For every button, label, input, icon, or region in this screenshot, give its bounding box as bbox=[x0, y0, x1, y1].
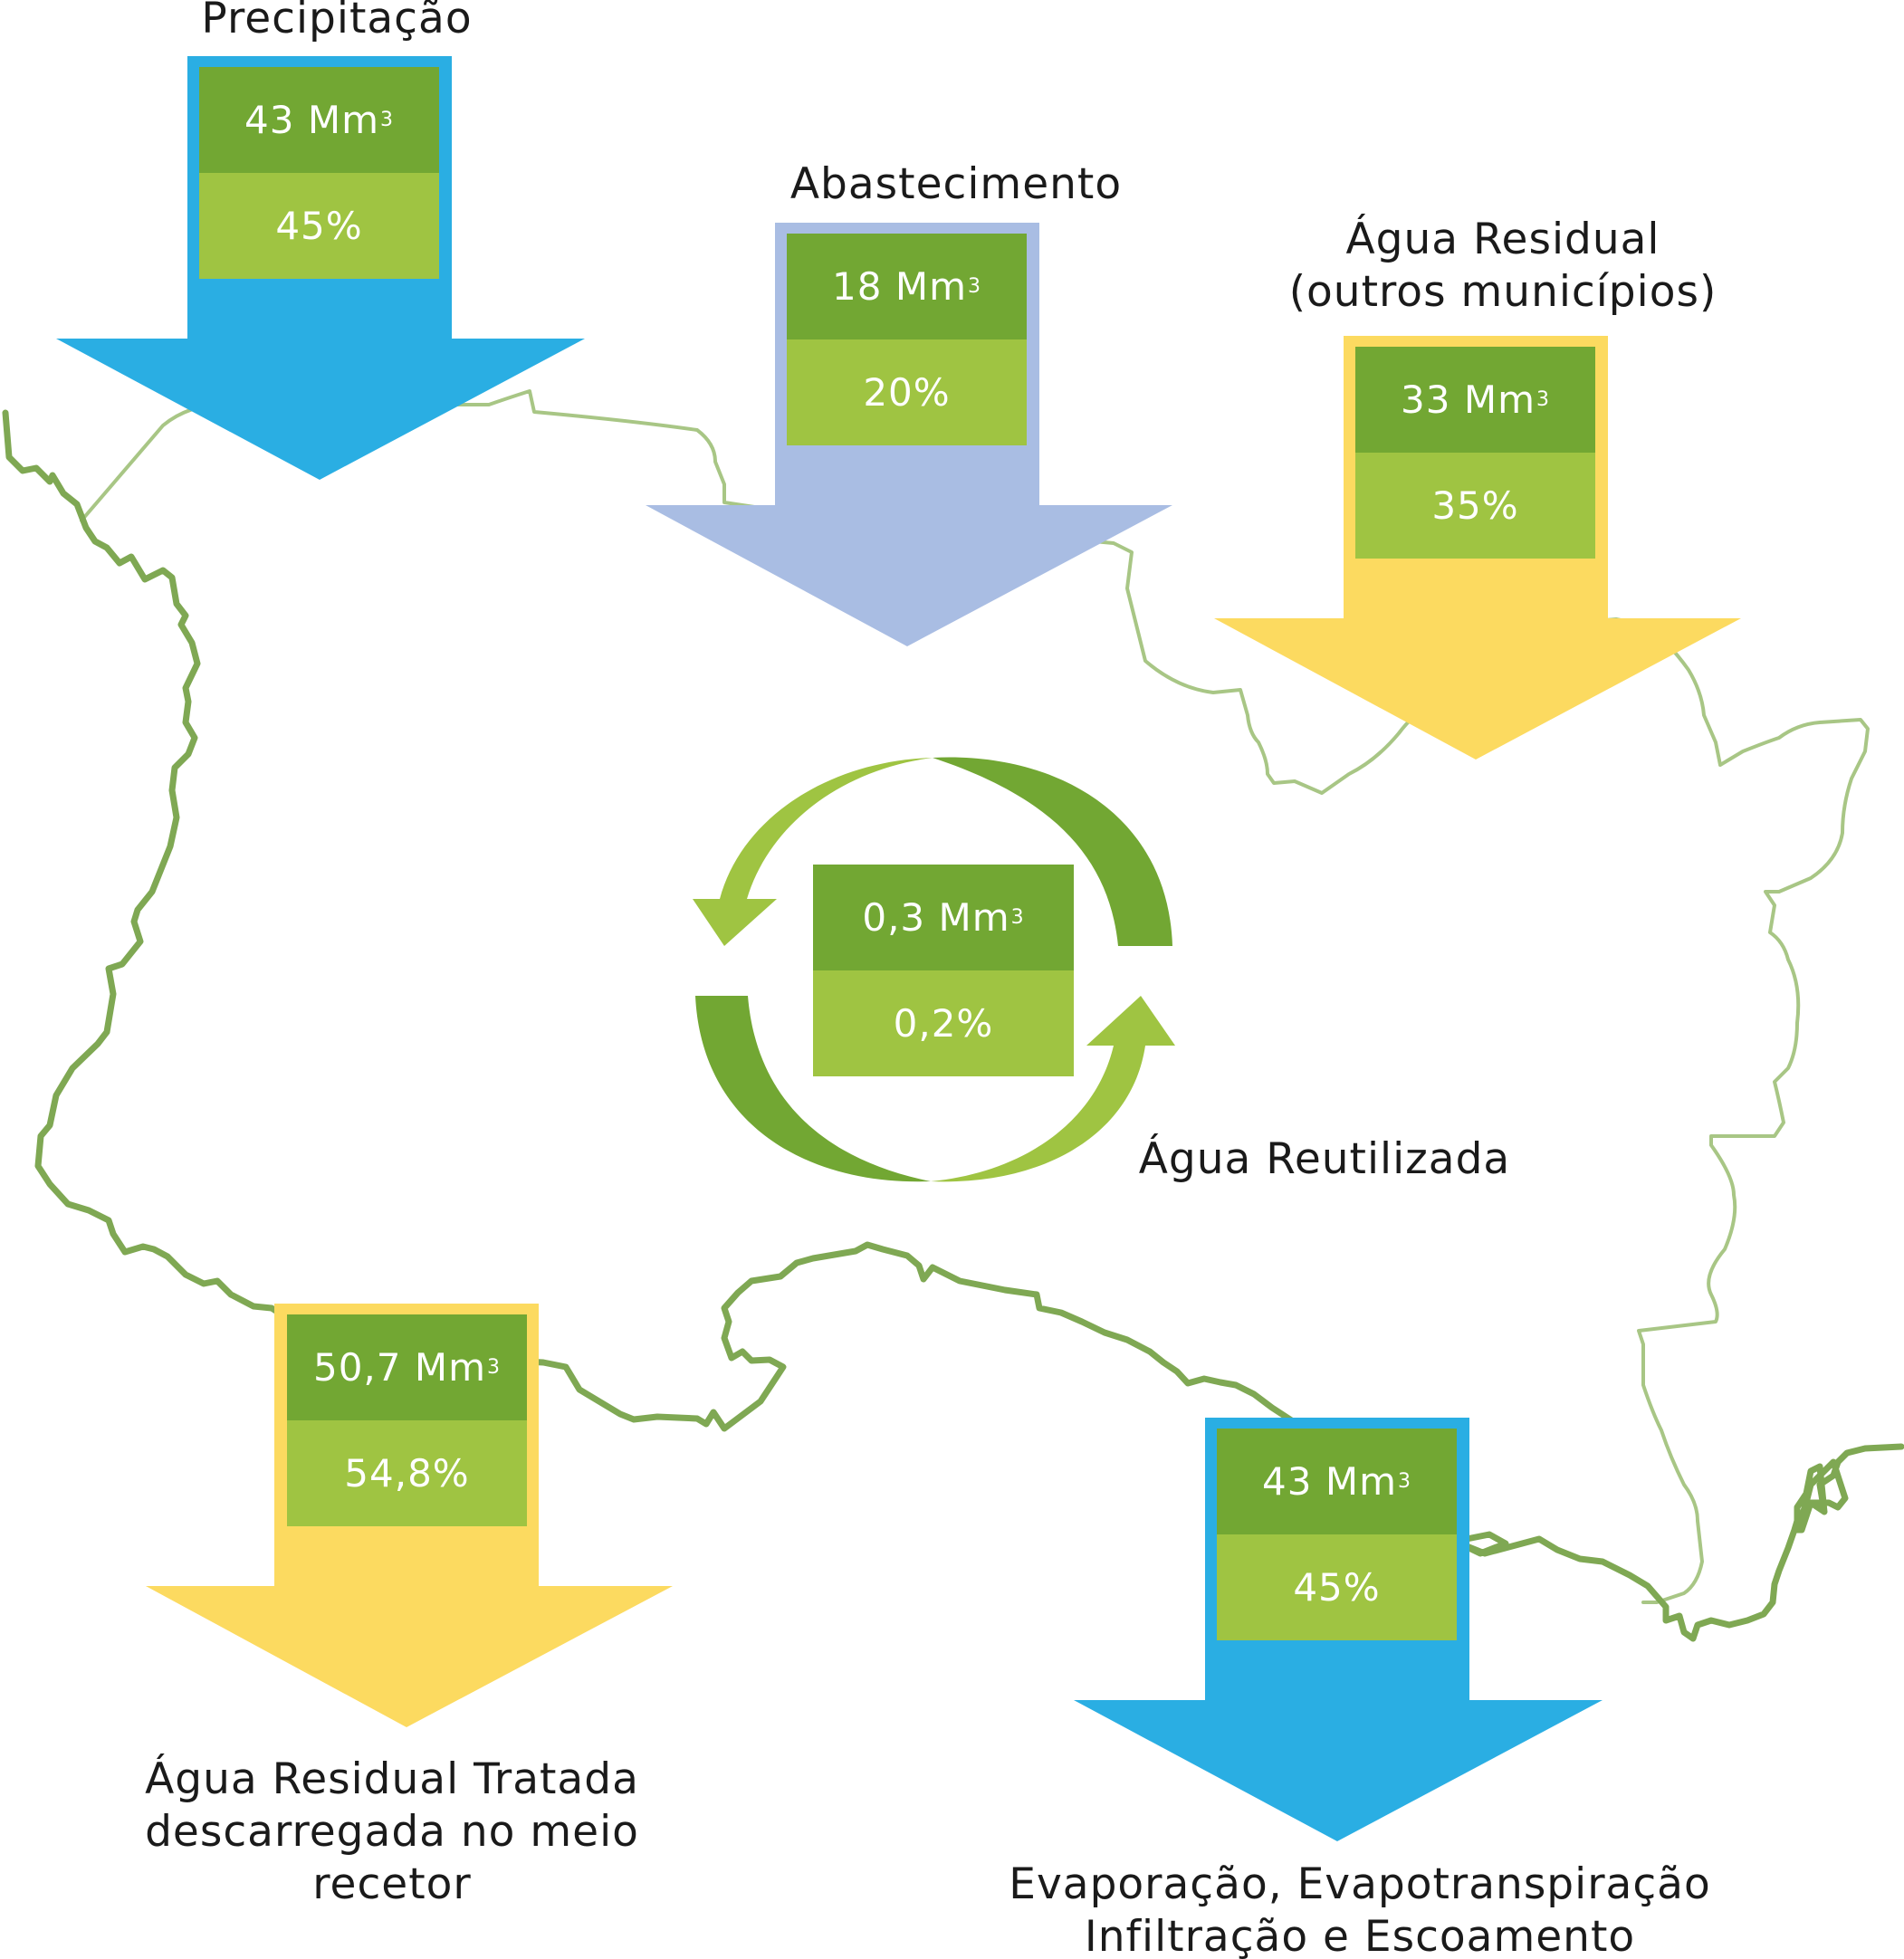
evaporacao-volume-unit-superscript: 3 bbox=[1397, 1470, 1411, 1493]
abastecimento-percent-text: 20% bbox=[863, 370, 951, 415]
reuse-cycle-arrows bbox=[693, 757, 1175, 1182]
municipal-boundary-lines bbox=[80, 389, 1870, 1604]
reuse-volume-number: 0,3 bbox=[862, 895, 926, 940]
agua-residual-outros-volume-unit: Mm bbox=[1463, 377, 1536, 422]
agua-residual-outros-caption-line: (outros municípios) bbox=[1288, 267, 1717, 317]
evaporacao-volume-number: 43 bbox=[1262, 1459, 1313, 1504]
agua-residual-tratada-caption-line: recetor bbox=[312, 1859, 472, 1909]
abastecimento-percent: 20% bbox=[787, 339, 1027, 445]
precipitacao-volume-unit-superscript: 3 bbox=[379, 109, 394, 131]
border-lines bbox=[2, 409, 1904, 1642]
reuse-caption-line: Água Reutilizada bbox=[1138, 1134, 1511, 1184]
precipitacao-caption-line: Precipitação bbox=[201, 0, 473, 43]
reuse-caption: Água Reutilizada bbox=[1139, 1133, 1510, 1186]
agua-residual-tratada-percent: 54,8% bbox=[287, 1420, 527, 1526]
precipitacao-caption: Precipitação bbox=[201, 0, 472, 45]
agua-residual-outros-volume-number: 33 bbox=[1401, 377, 1451, 422]
evaporacao-volume-unit: Mm bbox=[1325, 1459, 1397, 1504]
agua-residual-tratada-volume-number: 50,7 bbox=[312, 1345, 402, 1390]
evaporacao-percent-text: 45% bbox=[1293, 1565, 1381, 1610]
cycle-arrow-light-bottom bbox=[931, 996, 1175, 1182]
agua-residual-outros-percent-text: 35% bbox=[1431, 483, 1519, 528]
precipitacao-volume-number: 43 bbox=[244, 98, 295, 142]
agua-residual-tratada-percent-text: 54,8% bbox=[344, 1451, 470, 1496]
precipitacao-percent: 45% bbox=[199, 173, 439, 279]
north-boundary-line bbox=[80, 389, 1870, 1604]
agua-residual-tratada-caption-line: Água Residual Tratada bbox=[145, 1754, 639, 1804]
abastecimento-volume-unit-superscript: 3 bbox=[967, 275, 981, 298]
agua-residual-tratada-volume-unit-superscript: 3 bbox=[487, 1356, 502, 1379]
reuse-volume-unit-superscript: 3 bbox=[1010, 906, 1025, 929]
cycle-arrow-dark-top bbox=[933, 757, 1172, 946]
agua-residual-tratada-volume-unit: Mm bbox=[414, 1345, 487, 1390]
abastecimento-volume-number: 18 bbox=[832, 264, 883, 309]
reuse-volume-unit: Mm bbox=[938, 895, 1010, 940]
agua-residual-outros-percent: 35% bbox=[1355, 453, 1595, 559]
agua-residual-outros-volume-unit-superscript: 3 bbox=[1536, 388, 1550, 411]
west-border-line bbox=[2, 409, 1904, 1642]
abastecimento-caption: Abastecimento bbox=[790, 158, 1122, 211]
reuse-percent-text: 0,2% bbox=[893, 1001, 994, 1046]
agua-residual-outros-caption: Água Residual(outros municípios) bbox=[1289, 214, 1717, 319]
abastecimento-caption-line: Abastecimento bbox=[789, 159, 1123, 209]
precipitacao-percent-text: 45% bbox=[275, 204, 363, 248]
reuse-percent: 0,2% bbox=[813, 970, 1074, 1076]
agua-residual-tratada-caption-line: descarregada no meio bbox=[145, 1807, 639, 1857]
precipitacao-volume-unit: Mm bbox=[307, 98, 379, 142]
evaporacao-percent: 45% bbox=[1217, 1534, 1457, 1640]
agua-residual-outros-caption-line: Água Residual bbox=[1345, 215, 1660, 264]
cycle-arrow-dark-bottom bbox=[695, 996, 931, 1182]
abastecimento-volume-unit: Mm bbox=[895, 264, 967, 309]
cycle-arrow-light-top bbox=[693, 758, 933, 946]
evaporacao-caption-line: Evaporação, Evapotranspiração bbox=[1009, 1859, 1711, 1909]
evaporacao-caption-line: Infiltração e Escoamento bbox=[1084, 1912, 1636, 1959]
